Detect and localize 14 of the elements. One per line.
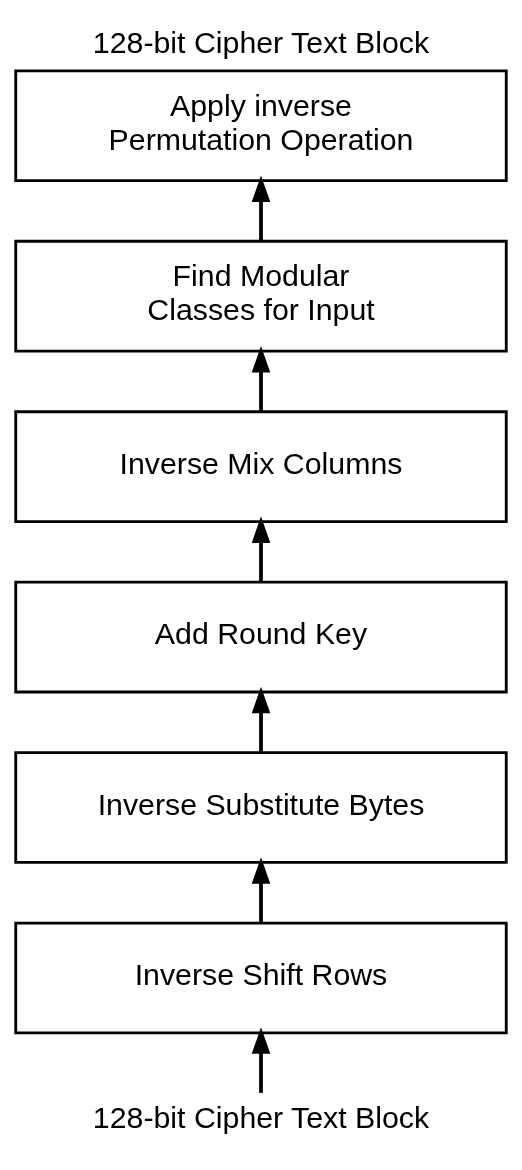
node-box: Find Modular Classes for Input — [14, 239, 508, 353]
arrow — [251, 345, 271, 412]
node-box: Inverse Shift Rows — [14, 921, 508, 1035]
arrow — [251, 857, 271, 923]
arrow — [251, 175, 271, 241]
node-box: Add Round Key — [14, 580, 508, 694]
arrow — [251, 1027, 271, 1093]
node-box: Inverse Mix Columns — [14, 410, 508, 523]
arrow — [251, 516, 271, 582]
arrow — [251, 686, 271, 752]
node-box: Inverse Substitute Bytes — [14, 751, 508, 864]
node-box: Apply inverse Permutation Operation — [14, 69, 508, 183]
node-text: 128-bit Cipher Text Block — [92, 1101, 430, 1135]
diagram-title: 128-bit Cipher Text Block — [92, 26, 430, 60]
